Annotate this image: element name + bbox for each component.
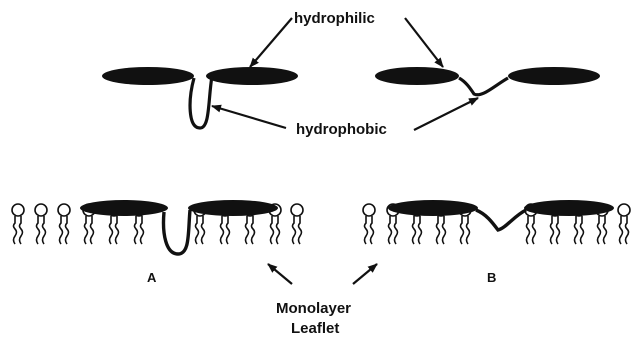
protein-a-right-domain (206, 67, 298, 85)
monolayer-label-line2: Leaflet (291, 320, 339, 337)
monolayer-a (12, 200, 303, 254)
lipid (363, 204, 375, 244)
lipid (291, 204, 303, 244)
protein-a-left-domain (102, 67, 194, 85)
panel-a-label: A (147, 270, 157, 285)
hydrophilic-label: hydrophilic (294, 10, 375, 27)
lipid (58, 204, 70, 244)
protein-b-right-domain (508, 67, 600, 85)
lipid (12, 204, 24, 244)
hydrophilic-arrow-left (250, 18, 292, 67)
hydrophobic-arrow-right (414, 98, 478, 130)
protein-a-right-domain-membrane (188, 200, 278, 216)
monolayer-b (363, 200, 630, 244)
lipid (35, 204, 47, 244)
monolayer-label-line1: Monolayer (276, 300, 351, 317)
panel-b-label: B (487, 270, 496, 285)
protein-a-left-domain-membrane (80, 200, 168, 216)
protein-b-segment-inserted (476, 210, 526, 230)
lipid (618, 204, 630, 244)
protein-b-hydrophobic-segment (459, 78, 508, 95)
hydrophilic-arrow-right (405, 18, 443, 67)
protein-b-left-domain (375, 67, 459, 85)
hydrophobic-arrow-left (212, 106, 286, 128)
protein-b-isolated (375, 67, 600, 95)
protein-b-left-domain-membrane (388, 200, 478, 216)
protein-a-loop-inserted (164, 210, 190, 254)
protein-a-isolated (102, 67, 298, 128)
hydrophobic-label: hydrophobic (296, 121, 387, 138)
protein-b-right-domain-membrane (524, 200, 614, 216)
protein-a-hydrophobic-loop (190, 76, 212, 128)
monolayer-arrow-right (353, 264, 377, 284)
monolayer-arrow-left (268, 264, 292, 284)
